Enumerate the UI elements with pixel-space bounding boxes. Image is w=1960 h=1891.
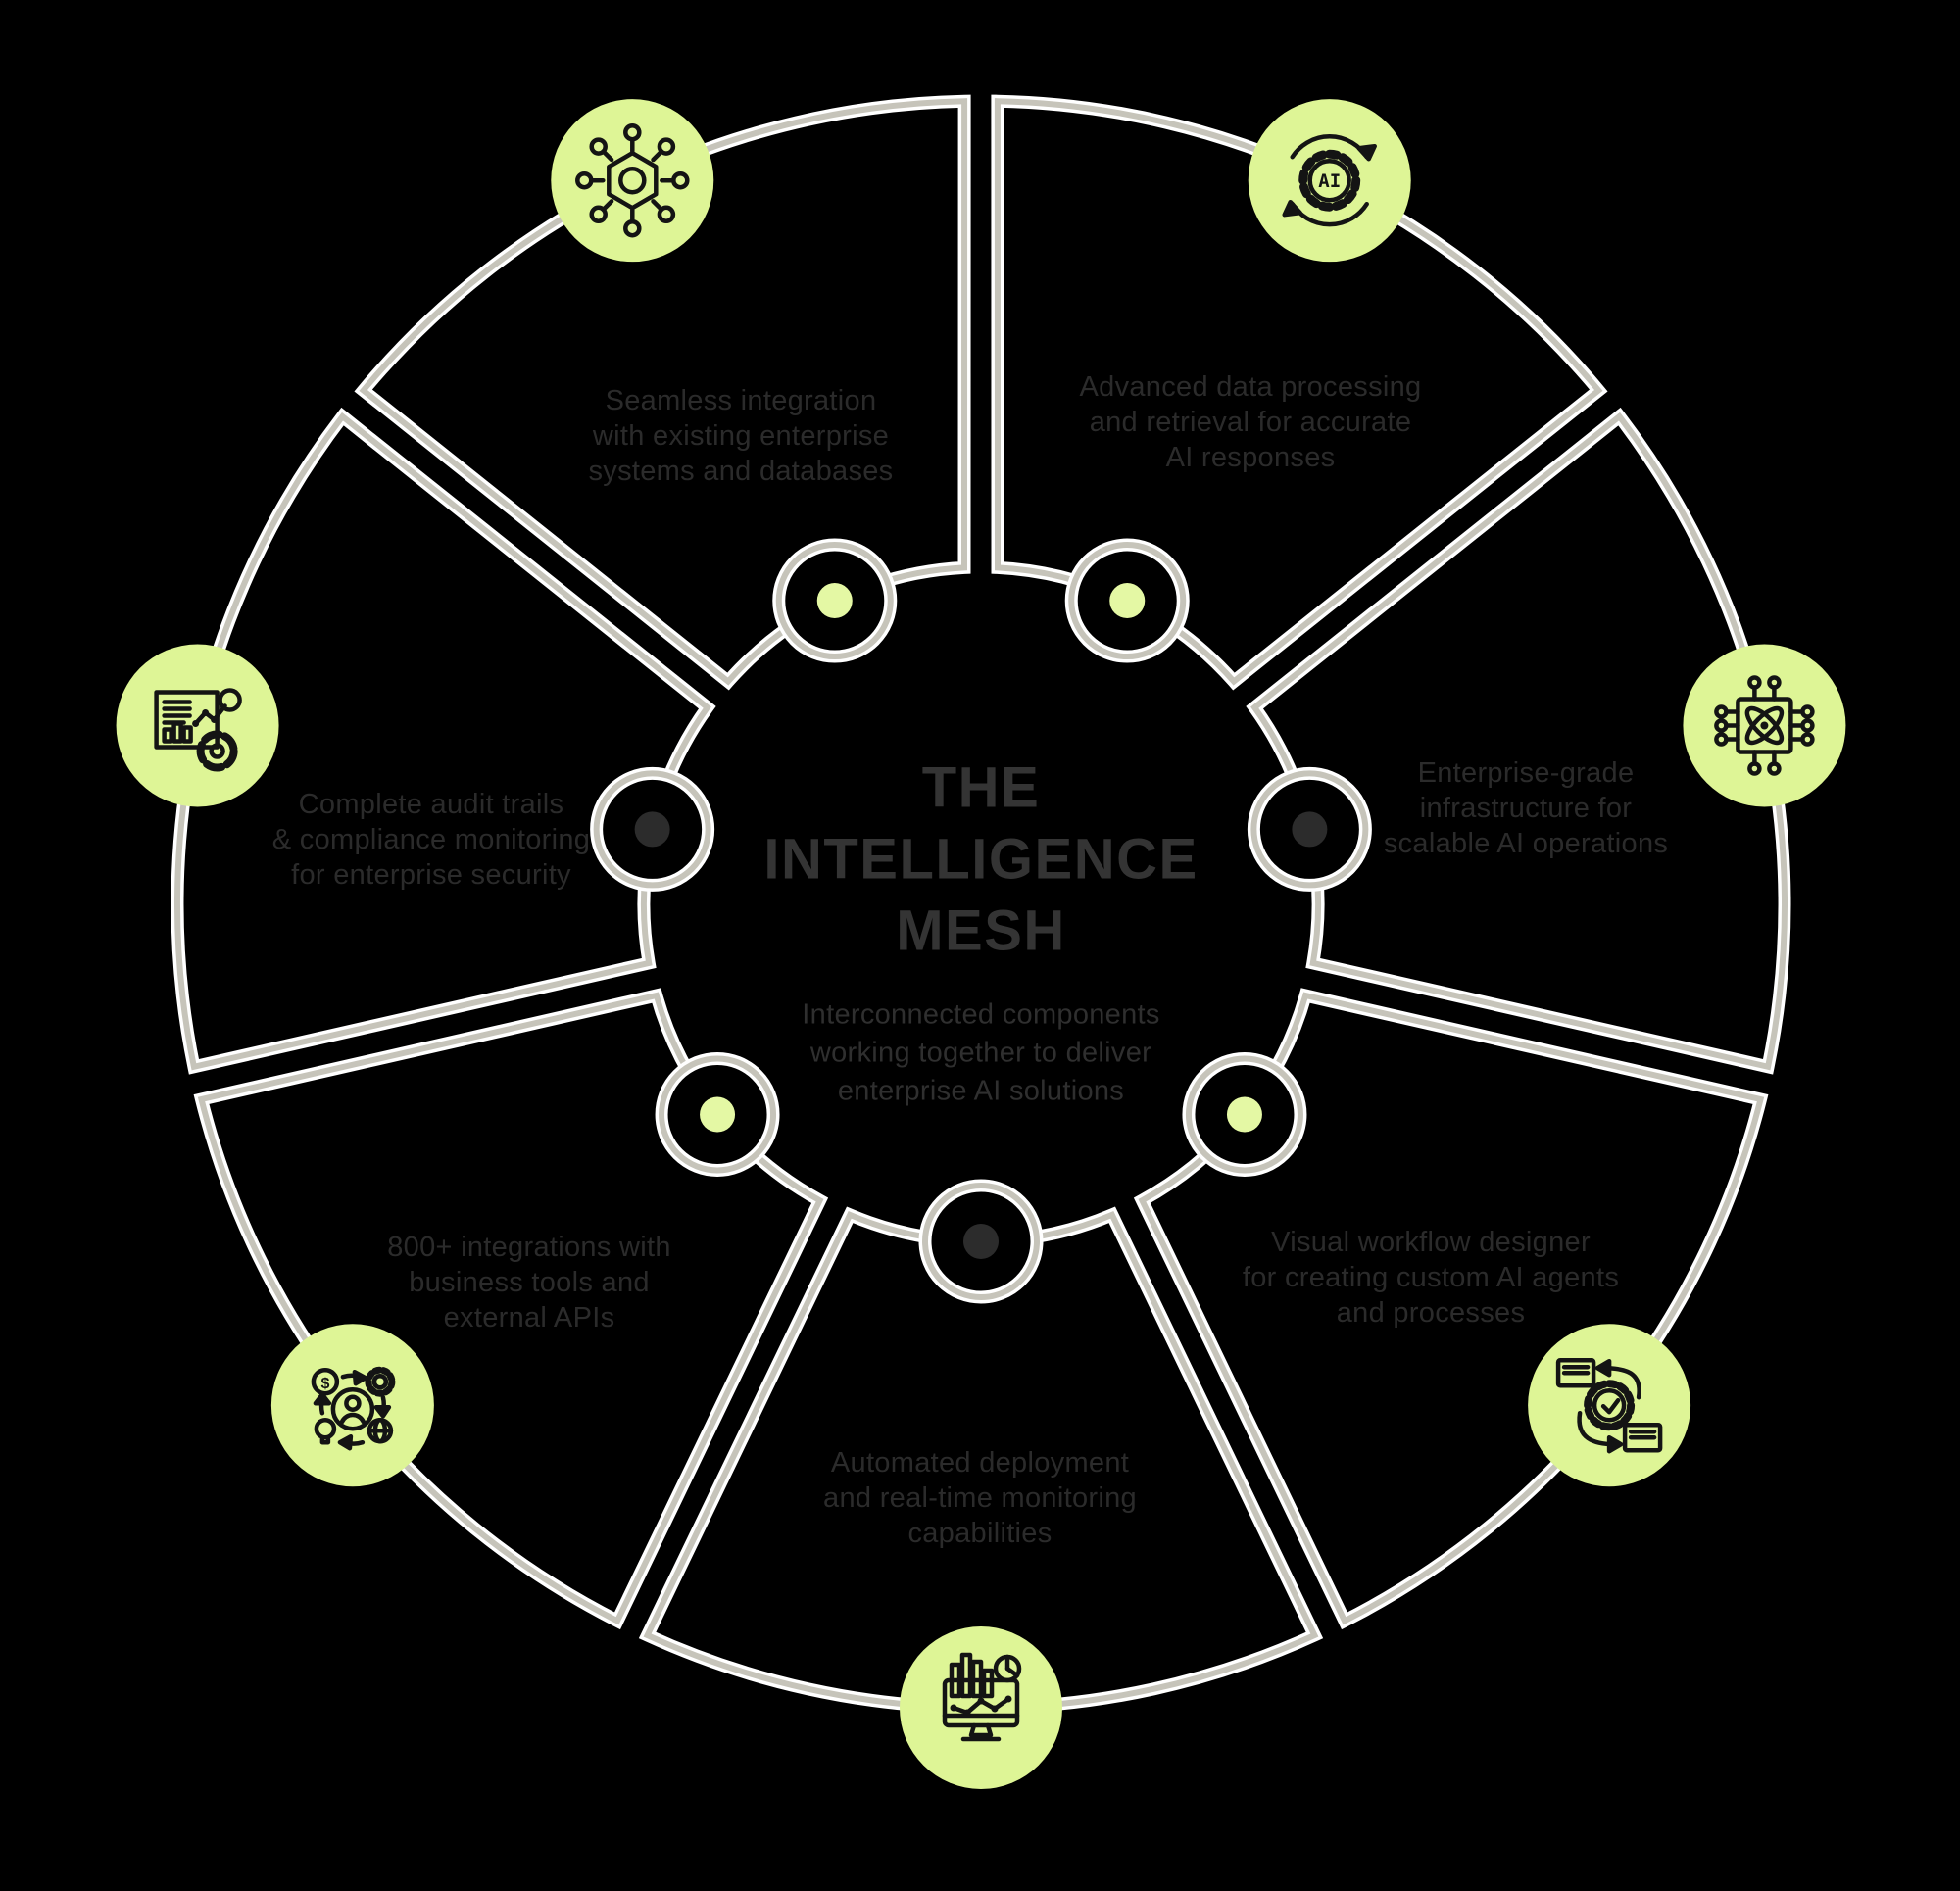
- monitoring-dashboard-icon-badge: [900, 1626, 1062, 1789]
- node-apis: [655, 1051, 780, 1177]
- node-ring: [659, 1055, 777, 1174]
- chip-atom-icon: [1714, 675, 1815, 776]
- segment-label-data-processing: Advanced data processing and retrieval f…: [1079, 371, 1422, 473]
- segment-label-deployment: Automated deployment and real-time monit…: [823, 1447, 1137, 1549]
- network-hub-icon-badge: [551, 99, 714, 263]
- ai-gear-cycle-icon-badge: AI: [1248, 99, 1411, 263]
- page-subtitle: Interconnected components working togeth…: [802, 998, 1160, 1107]
- icon-circle: [551, 99, 714, 263]
- node-dot-dark: [1292, 811, 1328, 848]
- segment-label-integration: Seamless integration with existing enter…: [588, 385, 894, 487]
- segment-label-infrastructure: Enterprise-grade infrastructure for scal…: [1383, 757, 1669, 859]
- node-dot-lime: [1109, 583, 1146, 619]
- icon-circle: [270, 1324, 434, 1487]
- segment-label-workflow: Visual workflow designer for creating cu…: [1242, 1227, 1620, 1329]
- node-ring: [922, 1183, 1040, 1300]
- monitoring-dashboard-icon: [942, 1652, 1022, 1742]
- icon-circle: [900, 1626, 1062, 1789]
- segment-label-audit: Complete audit trails & compliance monit…: [271, 789, 591, 891]
- node-data-processing: [1064, 538, 1190, 663]
- integration-cycle-icon-badge: $: [270, 1324, 434, 1487]
- node-dot-lime: [700, 1096, 736, 1133]
- segment-label-apis: 800+ integrations with business tools an…: [387, 1232, 671, 1333]
- node-dot-dark: [963, 1224, 999, 1259]
- node-dot-lime: [816, 583, 853, 619]
- ai-gear-cycle-icon: AI: [1282, 134, 1377, 227]
- workflow-icon-badge: [1528, 1324, 1691, 1487]
- chip-atom-icon-badge: [1683, 644, 1846, 807]
- node-ring: [593, 770, 711, 889]
- node-dot-lime: [1226, 1096, 1262, 1133]
- node-dot-dark: [634, 811, 670, 848]
- svg-text:AI: AI: [1318, 170, 1341, 192]
- workflow-icon: [1555, 1357, 1663, 1454]
- node-integration: [772, 538, 898, 663]
- node-ring: [1185, 1055, 1303, 1174]
- node-ring: [1250, 770, 1369, 889]
- node-ring: [775, 542, 894, 660]
- audit-report-icon-badge: [116, 644, 279, 807]
- node-ring: [1068, 542, 1187, 660]
- svg-text:$: $: [320, 1376, 329, 1392]
- audit-report-icon: [154, 688, 242, 772]
- integration-cycle-icon: $: [311, 1366, 396, 1451]
- node-workflow: [1182, 1051, 1307, 1177]
- network-hub-icon: [575, 122, 690, 238]
- node-infrastructure: [1247, 766, 1372, 892]
- node-audit: [590, 766, 715, 892]
- node-deployment: [918, 1179, 1044, 1304]
- page-title: THE INTELLIGENCE MESH: [763, 755, 1199, 963]
